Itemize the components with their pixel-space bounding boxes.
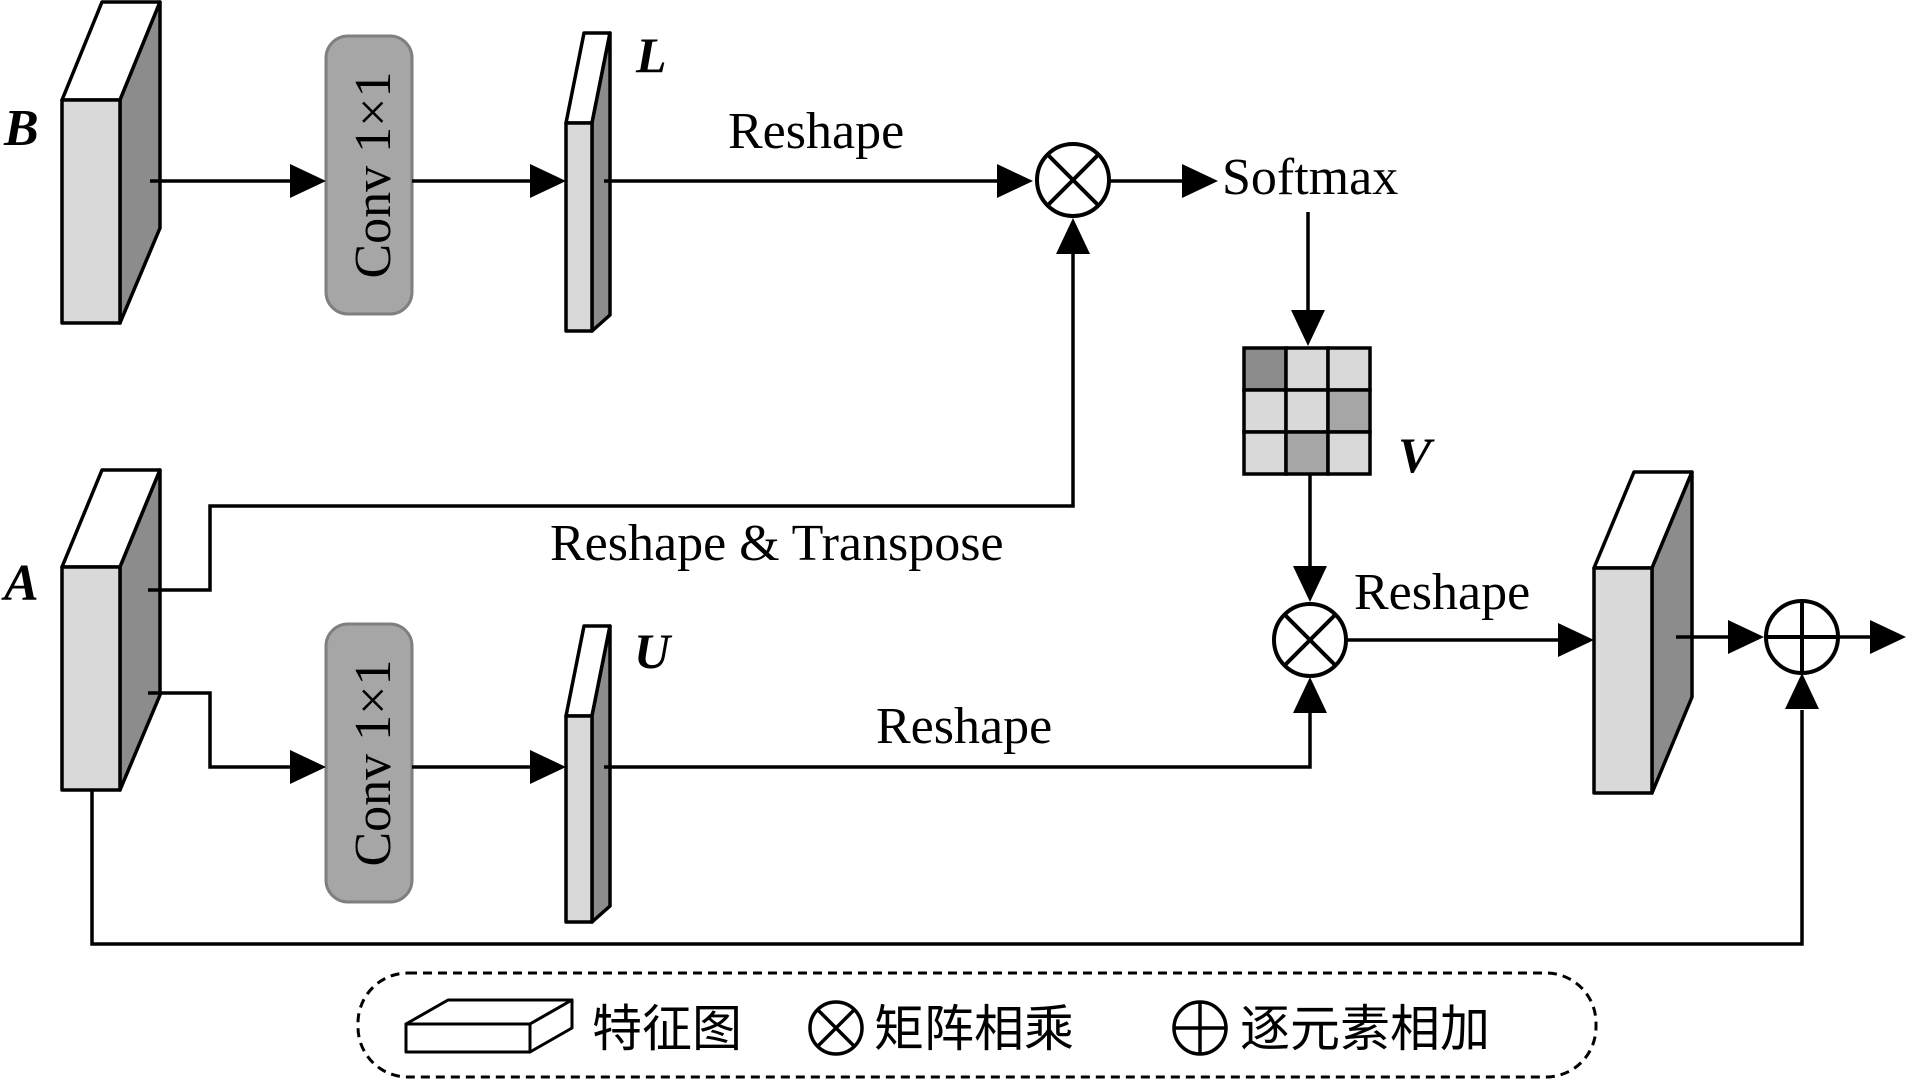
label-a: A xyxy=(1,555,39,612)
legend-matmul-icon xyxy=(808,1000,864,1056)
conv-box-bottom: Conv 1×1 xyxy=(324,622,414,904)
legend-matmul-label: 矩阵相乘 xyxy=(874,1000,1074,1058)
legend: 特征图 矩阵相乘 逐元素相加 xyxy=(356,971,1598,1079)
label-v: V xyxy=(1398,427,1435,483)
label-b: B xyxy=(3,100,39,157)
feature-map-a xyxy=(60,468,162,792)
attention-matrix-v xyxy=(1242,346,1372,476)
legend-feature-map-label: 特征图 xyxy=(592,1000,742,1058)
matmul-operator-bottom xyxy=(1272,602,1348,678)
svg-text:Conv 1×1: Conv 1×1 xyxy=(345,659,402,866)
conv-box-top: Conv 1×1 xyxy=(324,34,414,316)
legend-add-icon xyxy=(1172,1000,1228,1056)
legend-feature-map-icon xyxy=(404,998,574,1054)
legend-add-label: 逐元素相加 xyxy=(1240,1000,1490,1058)
label-u: U xyxy=(634,623,673,679)
connectors xyxy=(90,179,1872,946)
label-reshape-bottom: Reshape xyxy=(876,698,1052,755)
label-reshape-right: Reshape xyxy=(1354,564,1530,621)
arrowheads xyxy=(290,164,1906,784)
feature-map-u xyxy=(564,624,612,924)
feature-map-output xyxy=(1592,470,1694,795)
label-reshape-transpose: Reshape & Transpose xyxy=(550,515,1004,572)
label-softmax: Softmax xyxy=(1222,149,1398,206)
elementwise-add-operator xyxy=(1764,599,1840,675)
label-l: L xyxy=(635,27,667,83)
matmul-operator-top xyxy=(1035,142,1111,218)
svg-text:Conv 1×1: Conv 1×1 xyxy=(345,71,402,278)
feature-map-b xyxy=(60,0,162,325)
label-reshape-top: Reshape xyxy=(728,103,904,160)
feature-map-l xyxy=(564,31,612,333)
